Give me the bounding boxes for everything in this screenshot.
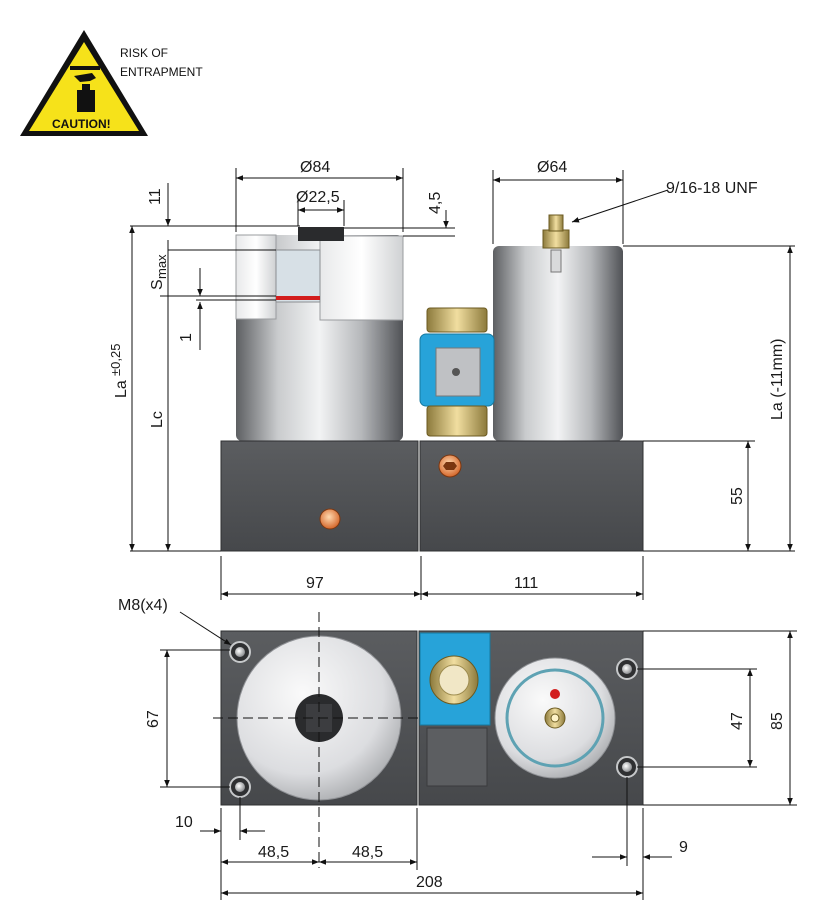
mounting-hole-icon <box>616 756 638 778</box>
front-view <box>220 214 644 552</box>
dim-la-minus-11: La (-11mm) <box>769 339 786 421</box>
top-view <box>220 630 644 806</box>
fitting-stem <box>550 249 562 273</box>
small-cylinder <box>493 246 623 441</box>
dim-85: 85 <box>769 712 786 730</box>
dim-11: 11 <box>147 188 164 205</box>
port-plug-left <box>319 508 341 530</box>
dim-d64: Ø64 <box>537 159 567 176</box>
dim-la-tolerance: ±0,25 <box>108 344 123 376</box>
warning-line-2: ENTRAPMENT <box>120 65 203 79</box>
dim-d22-5: Ø22,5 <box>296 189 340 206</box>
dim-48-5-right: 48,5 <box>352 844 383 861</box>
red-indicator-icon <box>550 689 560 699</box>
dim-10: 10 <box>175 814 193 831</box>
dim-d84: Ø84 <box>300 159 330 176</box>
dim-4-5: 4,5 <box>427 192 444 214</box>
dim-9: 9 <box>679 839 688 856</box>
dim-48-5-left: 48,5 <box>258 844 289 861</box>
mounting-hole-icon <box>229 776 251 798</box>
piston-window <box>275 249 321 303</box>
cylinder-cap-right <box>319 235 404 321</box>
hand-icon <box>74 73 96 82</box>
holes-label: M8(x4) <box>118 597 168 614</box>
valve-top-fitting <box>426 307 488 333</box>
thread-label: 9/16-18 UNF <box>666 180 758 197</box>
piston-red-mark <box>276 296 320 300</box>
dim-la: La <box>113 380 130 398</box>
dim-s-max-sub: max <box>154 254 169 279</box>
dim-lc: Lc <box>149 411 166 428</box>
fitting-top <box>548 214 564 232</box>
dim-1: 1 <box>178 333 195 342</box>
top-dimension-labels: M8(x4) 67 47 85 10 48,5 48,5 9 208 <box>118 597 786 891</box>
front-dimension-lines <box>129 168 795 600</box>
mounting-hole-icon <box>229 641 251 663</box>
dim-47: 47 <box>729 712 746 730</box>
dim-111: 111 <box>514 575 538 592</box>
caution-label: CAUTION! <box>52 117 111 131</box>
dim-55: 55 <box>729 487 746 505</box>
piston-top <box>298 227 344 241</box>
solenoid-screw-icon <box>452 368 460 376</box>
fitting-nut <box>542 229 570 249</box>
base-block-left <box>220 440 419 552</box>
top-dimension-lines <box>160 611 797 900</box>
entrapment-bar-icon <box>70 66 100 70</box>
warning-line-1: RISK OF <box>120 46 168 60</box>
mounting-hole-icon <box>616 658 638 680</box>
dim-s: S <box>149 279 166 290</box>
front-dimension-labels: Ø84 Ø64 Ø22,5 9/16-18 UNF 11 4,5 S max 1… <box>108 159 786 592</box>
caution-sign: CAUTION! RISK OF ENTRAPMENT <box>20 30 203 136</box>
dim-67: 67 <box>145 710 162 728</box>
valve-bottom-fitting <box>426 405 488 437</box>
top-valve-body <box>426 727 488 787</box>
dim-97: 97 <box>306 575 324 592</box>
cylinder-symbol-icon <box>77 90 95 112</box>
cylinder-cap-left <box>235 234 277 320</box>
dim-208: 208 <box>416 874 443 891</box>
